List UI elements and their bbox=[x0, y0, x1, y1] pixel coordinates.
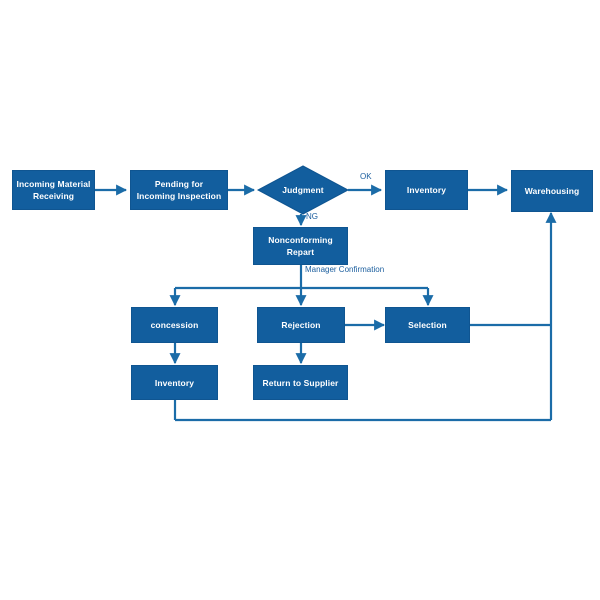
node-label: Return to Supplier bbox=[262, 377, 339, 388]
node-label: Judgment bbox=[282, 185, 324, 195]
node-concession[interactable]: concession bbox=[131, 307, 218, 343]
node-selection[interactable]: Selection bbox=[385, 307, 470, 343]
node-return-to-supplier[interactable]: Return to Supplier bbox=[253, 365, 348, 400]
node-label: Nonconforming Repart bbox=[268, 235, 333, 257]
node-rejection[interactable]: Rejection bbox=[257, 307, 345, 343]
node-label: concession bbox=[150, 320, 199, 330]
node-warehousing[interactable]: Warehousing bbox=[511, 170, 593, 212]
node-judgment[interactable]: Judgment bbox=[258, 176, 348, 204]
node-label: Inventory bbox=[406, 185, 447, 195]
node-label: Inventory bbox=[154, 377, 195, 388]
node-pending-for-incoming-inspection[interactable]: Pending for Incoming Inspection bbox=[130, 170, 228, 210]
judgment-diamond-shape bbox=[256, 165, 350, 215]
node-label: Selection bbox=[408, 320, 447, 330]
node-incoming-material-receiving[interactable]: Incoming Material Receiving bbox=[12, 170, 95, 210]
node-label: Rejection bbox=[281, 320, 321, 330]
node-label: Incoming Material Receiving bbox=[16, 179, 91, 201]
edge-label-ng: NG bbox=[306, 212, 318, 221]
node-label: Pending for Incoming Inspection bbox=[136, 179, 222, 201]
node-inventory-bottom[interactable]: Inventory bbox=[131, 365, 218, 400]
node-inventory-top[interactable]: Inventory bbox=[385, 170, 468, 210]
edge-label-manager-confirmation: Manager Confirmation bbox=[305, 265, 385, 274]
node-nonconforming-repart[interactable]: Nonconforming Repart bbox=[253, 227, 348, 265]
node-label: Warehousing bbox=[524, 186, 580, 196]
edge-label-ok: OK bbox=[360, 172, 372, 181]
